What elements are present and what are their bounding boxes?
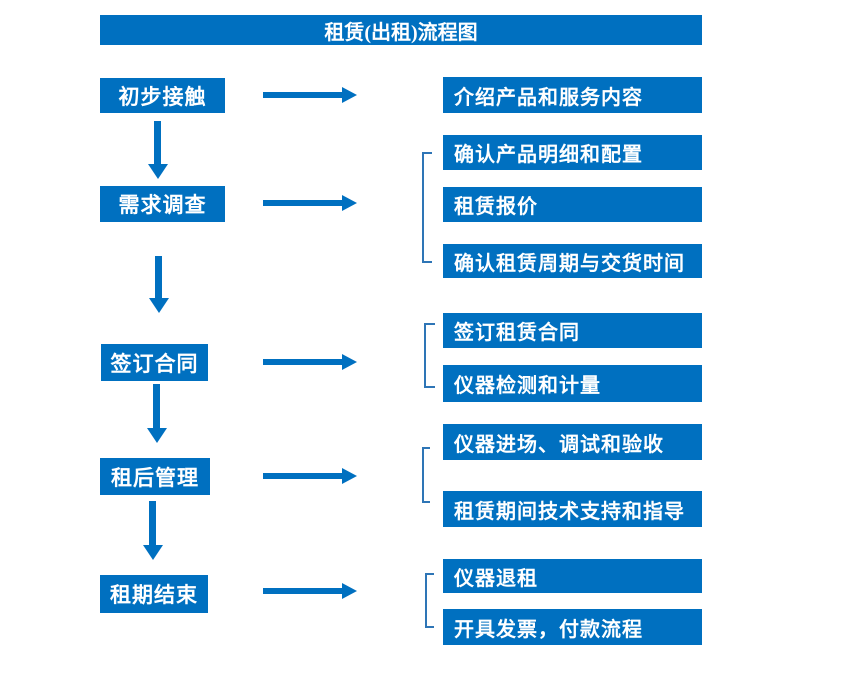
bracket-demand-survey-group xyxy=(422,152,432,263)
step-box-rental-end: 租期结束 xyxy=(100,575,208,613)
step-box-initial-contact: 初步接触 xyxy=(100,78,225,113)
output-box-instrument-testing: 仪器检测和计量 xyxy=(443,365,702,402)
output-box-confirm-rental-period: 确认租赁周期与交货时间 xyxy=(443,244,702,278)
step-box-post-rental-management: 租后管理 xyxy=(100,458,210,495)
output-box-instrument-return: 仪器退租 xyxy=(443,559,702,593)
step-box-sign-contract: 签订合同 xyxy=(101,344,208,381)
arrow-right-2-icon xyxy=(263,195,357,211)
bracket-sign-contract-group xyxy=(424,323,435,388)
output-box-instrument-entry-acceptance: 仪器进场、调试和验收 xyxy=(443,424,702,460)
arrow-down-2-icon xyxy=(148,256,169,313)
bracket-rental-end-group xyxy=(425,573,434,628)
arrow-right-1-icon xyxy=(263,87,357,103)
arrow-right-4-icon xyxy=(263,468,357,484)
arrow-right-5-icon xyxy=(263,583,357,599)
arrow-right-3-icon xyxy=(263,354,357,370)
output-box-introduce-products: 介绍产品和服务内容 xyxy=(443,77,702,113)
output-box-sign-rental-contract: 签订租赁合同 xyxy=(443,313,702,348)
output-box-rental-quotation: 租赁报价 xyxy=(443,187,702,222)
arrow-down-3-icon xyxy=(146,384,167,443)
step-box-demand-survey: 需求调查 xyxy=(100,186,225,222)
arrow-down-1-icon xyxy=(147,121,168,179)
flowchart-title-bar: 租赁(出租)流程图 xyxy=(100,15,702,45)
arrow-down-4-icon xyxy=(142,501,163,560)
output-box-technical-support: 租赁期间技术支持和指导 xyxy=(443,491,702,527)
flowchart-title: 租赁(出租)流程图 xyxy=(324,21,478,44)
output-box-confirm-product-details: 确认产品明细和配置 xyxy=(443,135,702,170)
output-box-invoice-payment: 开具发票，付款流程 xyxy=(443,609,702,645)
bracket-post-rental-group xyxy=(422,447,430,503)
